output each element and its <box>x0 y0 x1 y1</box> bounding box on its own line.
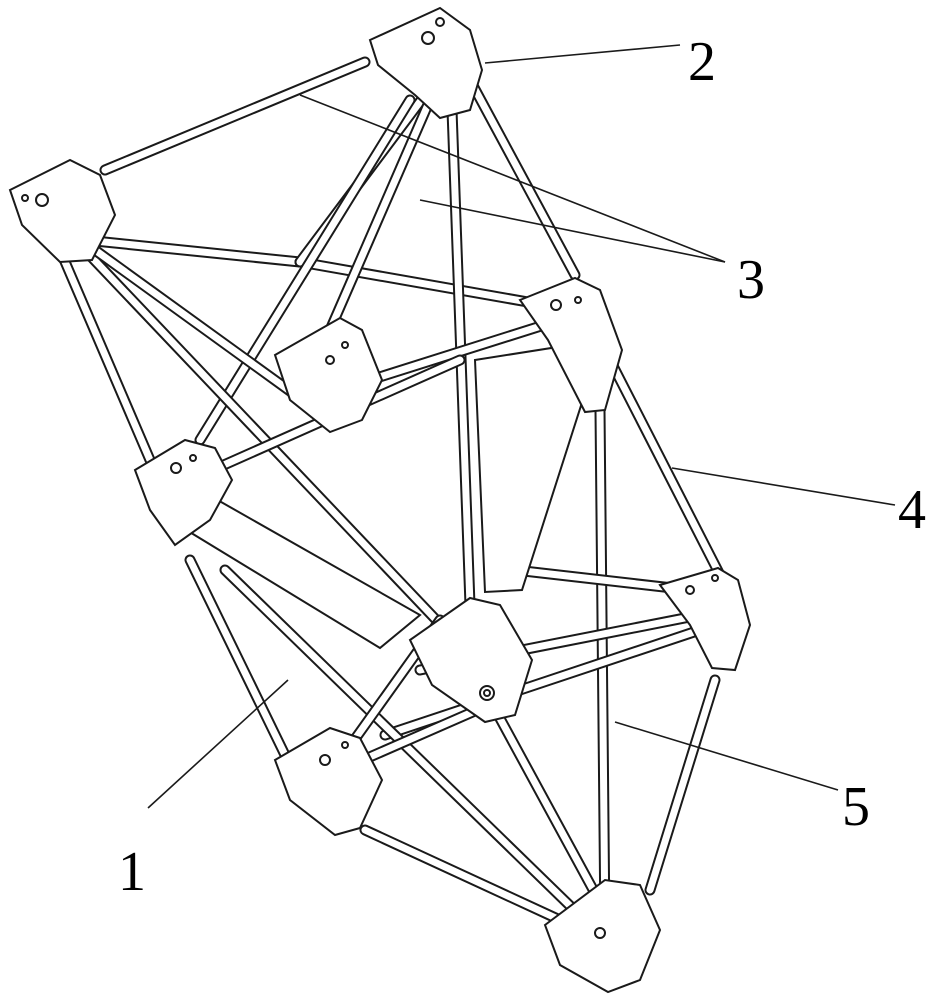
leader-2 <box>484 44 681 64</box>
leader-5 <box>614 721 839 791</box>
rod-left-to-bottom <box>219 564 606 941</box>
callout-3: 3 <box>737 249 765 311</box>
node-mid-left-upper <box>273 316 384 434</box>
leader-4 <box>671 467 896 506</box>
rod-left-to-lower <box>184 554 291 761</box>
leader-3a <box>299 94 726 263</box>
callout-4: 4 <box>898 479 926 541</box>
leader-3b <box>419 199 726 263</box>
leader-lines <box>147 44 896 809</box>
rod-right-vertical <box>594 404 611 936</box>
node-lower-left <box>273 726 384 837</box>
rod-lower-to-bottom <box>359 824 566 926</box>
rod-lowcenter-horizontal-2 <box>379 624 706 741</box>
rod-top-left <box>99 56 371 176</box>
joint-nodes <box>8 6 752 994</box>
callout-1: 1 <box>118 841 146 903</box>
rod-top-diagonal-down <box>194 94 416 446</box>
node-left <box>133 438 234 547</box>
rod-right-to-bottom <box>644 674 721 896</box>
node-center <box>408 596 534 724</box>
rod-right-long <box>604 354 726 581</box>
callout-5: 5 <box>842 776 870 838</box>
node-bottom <box>543 878 662 994</box>
node-mid-right <box>518 276 624 414</box>
node-right <box>658 566 752 672</box>
node-top-left <box>8 158 117 264</box>
rod-left-long <box>54 244 156 466</box>
rod-upper-horizontal-2 <box>294 256 551 311</box>
rod-top-to-right <box>464 74 581 281</box>
callout-labels: 1 2 3 4 5 <box>118 31 926 903</box>
node-top <box>368 6 484 120</box>
leader-1 <box>147 679 289 809</box>
rod-top-to-midleft <box>324 94 436 336</box>
rod-mid-horizontal <box>364 314 566 386</box>
callout-2: 2 <box>688 31 716 93</box>
rod-upper-horizontal <box>79 234 306 268</box>
